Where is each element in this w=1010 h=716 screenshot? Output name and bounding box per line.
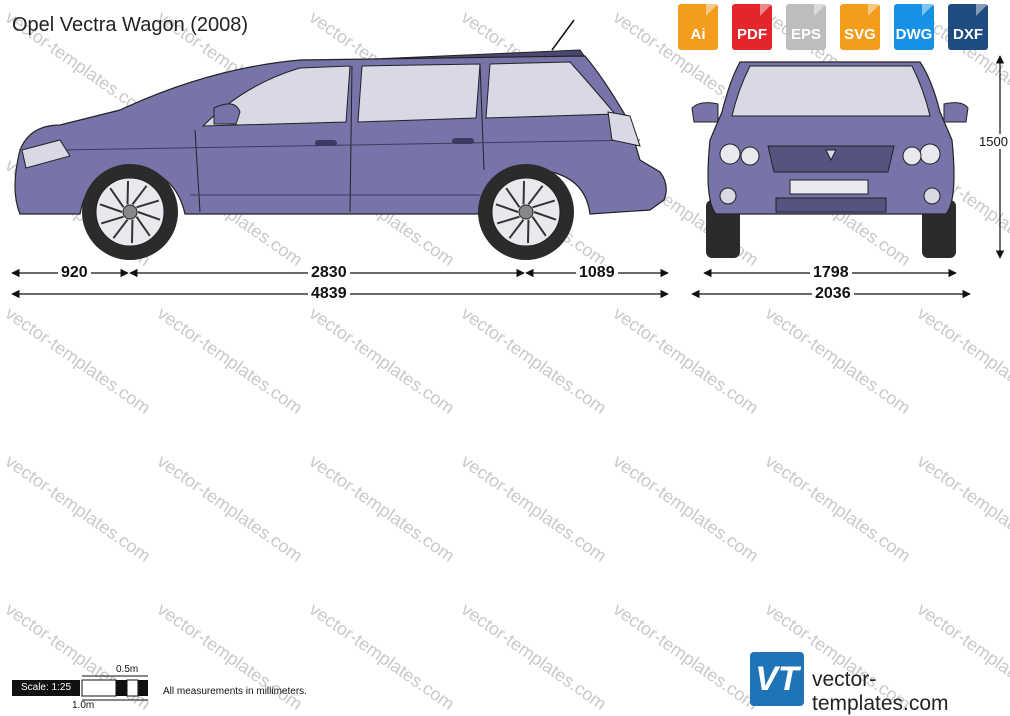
watermark-text: vector-templates.com [458, 303, 610, 418]
format-badge-eps[interactable]: EPS [780, 4, 832, 50]
page-fold-icon [814, 4, 826, 16]
scale-bar [82, 676, 148, 700]
car-side-view [15, 20, 666, 260]
brand-logo: VT [750, 652, 804, 706]
front-wheel [82, 164, 178, 260]
watermark-text: vector-templates.com [610, 303, 762, 418]
scale-one-meter: 1.0m [72, 700, 94, 711]
watermark-text: vector-templates.com [610, 451, 762, 566]
page-fold-icon [760, 4, 772, 16]
watermark-text: vector-templates.com [306, 303, 458, 418]
format-label: DWG [888, 26, 940, 43]
format-label: Ai [672, 26, 724, 43]
page-fold-icon [706, 4, 718, 16]
watermark-text: vector-templates.com [458, 599, 610, 714]
format-label: DXF [942, 26, 994, 43]
watermark-text: vector-templates.com [154, 303, 306, 418]
brand-name: vector-templates.com [812, 668, 1010, 716]
dim-width: 2036 [812, 285, 854, 303]
watermark-text: vector-templates.com [306, 599, 458, 714]
dim-front-overhang: 920 [58, 264, 91, 282]
page-title: Opel Vectra Wagon (2008) [12, 14, 248, 37]
rear-wheel [478, 164, 574, 260]
car-front-view [692, 62, 968, 258]
format-badge-dwg[interactable]: DWG [888, 4, 940, 50]
watermark-text: vector-templates.com [610, 599, 762, 714]
watermark-text: vector-templates.com [762, 303, 914, 418]
watermark-text: vector-templates.com [2, 451, 154, 566]
dim-length: 4839 [308, 285, 350, 303]
format-label: PDF [726, 26, 778, 43]
page-fold-icon [922, 4, 934, 16]
watermark-text: vector-templates.com [914, 303, 1010, 418]
dim-wheelbase: 2830 [308, 264, 350, 282]
dim-height: 1500 [979, 134, 1008, 149]
watermark-text: vector-templates.com [2, 599, 154, 714]
format-badge-ai[interactable]: Ai [672, 4, 724, 50]
page-fold-icon [868, 4, 880, 16]
watermark-text: vector-templates.com [762, 451, 914, 566]
page-fold-icon [976, 4, 988, 16]
format-label: EPS [780, 26, 832, 43]
watermark-text: vector-templates.com [154, 451, 306, 566]
watermark-text: vector-templates.com [306, 451, 458, 566]
scale-label: Scale: 1:25 [12, 680, 80, 696]
watermark-text: vector-templates.com [458, 451, 610, 566]
measurement-note: All measurements in millimeters. [163, 686, 307, 697]
format-badge-dxf[interactable]: DXF [942, 4, 994, 50]
dim-rear-overhang: 1089 [576, 264, 618, 282]
format-label: SVG [834, 26, 886, 43]
dim-track-width: 1798 [810, 264, 852, 282]
watermark-text: vector-templates.com [914, 451, 1010, 566]
watermark-text: vector-templates.com [2, 303, 154, 418]
format-badge-svg[interactable]: SVG [834, 4, 886, 50]
scale-half-meter: 0.5m [116, 664, 138, 675]
format-badge-pdf[interactable]: PDF [726, 4, 778, 50]
